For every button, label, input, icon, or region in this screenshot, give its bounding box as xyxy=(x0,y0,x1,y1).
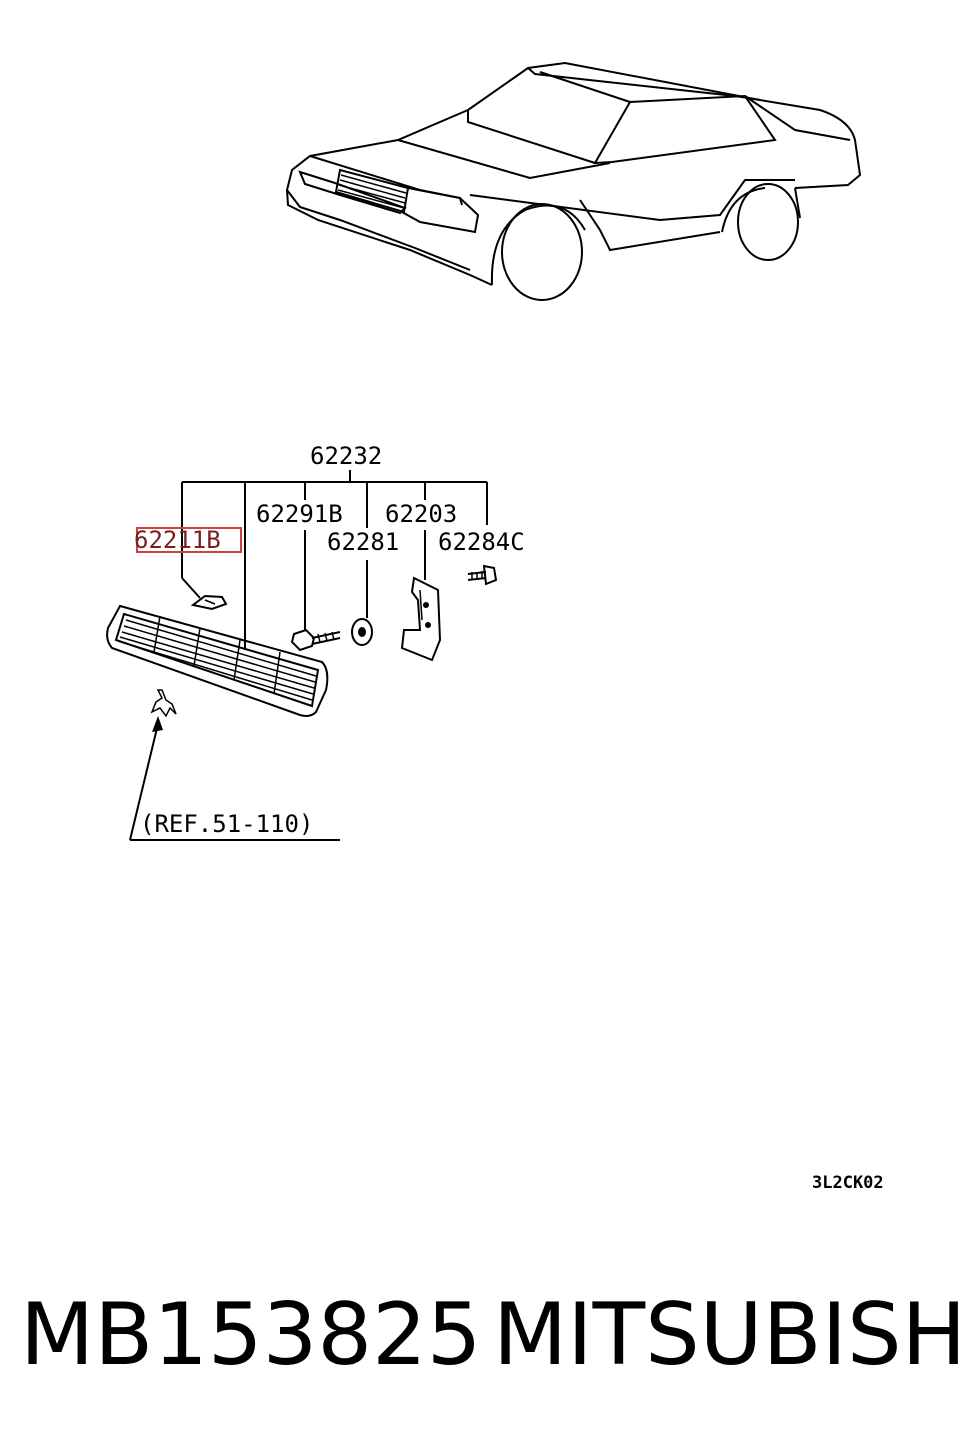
emblem-part xyxy=(190,594,228,611)
part-number: MB153825 xyxy=(20,1285,482,1385)
leader-lines xyxy=(181,530,426,630)
label-62281: 62281 xyxy=(327,528,399,556)
screw-part xyxy=(290,628,341,652)
label-62211b[interactable]: 62211B xyxy=(134,526,221,554)
clip-part xyxy=(351,618,373,646)
label-62232: 62232 xyxy=(310,442,382,470)
car-grille xyxy=(334,168,410,214)
car-illustration xyxy=(285,61,862,301)
label-62203: 62203 xyxy=(385,500,457,528)
highlight-box xyxy=(136,527,242,553)
bolt-part xyxy=(467,564,498,586)
part-footer: MB153825 MITSUBISHI xyxy=(0,1285,960,1395)
rear-wheel xyxy=(721,183,799,261)
label-ref-51-110: (REF.51-110) xyxy=(140,810,313,838)
mitsubishi-emblem-icon xyxy=(150,689,177,718)
front-wheel xyxy=(490,203,586,301)
grille-part xyxy=(106,604,329,717)
label-62284c: 62284C xyxy=(438,528,525,556)
label-62291b: 62291B xyxy=(256,500,343,528)
bracket-part xyxy=(400,576,442,662)
assembly-bracket-lines xyxy=(181,470,488,650)
reference-arrow xyxy=(129,716,340,841)
brand-name: MITSUBISHI xyxy=(493,1285,960,1385)
drawing-code: 3L2CK02 xyxy=(812,1173,884,1193)
